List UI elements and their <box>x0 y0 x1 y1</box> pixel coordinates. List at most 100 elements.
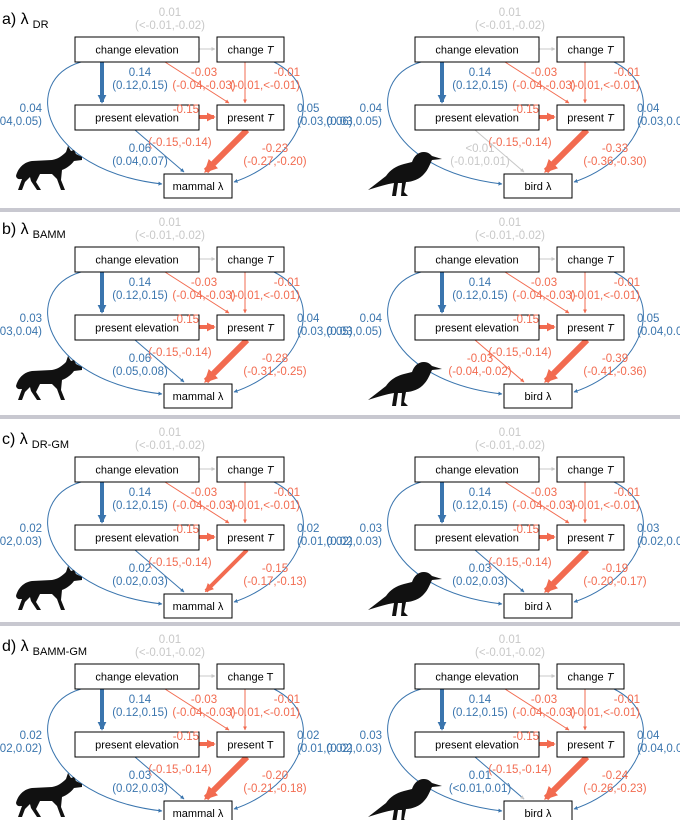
coef-change-elevation-to-present-elevation-value: 0.14 <box>469 487 492 499</box>
node-present-t-label-var: T <box>607 323 615 335</box>
coef-change-elevation-to-present-t: -0.03(-0.04,-0.03) <box>172 67 235 92</box>
coef-change-elevation-to-present-t-value: -0.03 <box>531 277 557 289</box>
edge-change-elevation-to-lambda <box>47 688 163 813</box>
coef-change-t-to-lambda-ci: (0.01,0.02) <box>297 536 353 548</box>
node-change-elevation-label: change elevation <box>95 672 178 684</box>
node-present-t-label-text: present <box>567 533 607 545</box>
node-present-elevation-label: present elevation <box>95 740 179 752</box>
coef-change-t-to-lambda-value: 0.03 <box>637 523 659 535</box>
coef-change-t-to-present-t-ci: (-0.01,<-0.01) <box>230 500 300 512</box>
coef-present-elevation-to-present-t: -0.15 <box>173 314 199 326</box>
coef-change-elevation-to-lambda: 0.02(0.02,0.02) <box>0 730 42 755</box>
node-change-elevation-label-text: change elevation <box>435 465 518 477</box>
coef-change-elevation-to-present-t-ci: (-0.04,-0.03) <box>172 80 235 92</box>
coef-present-elevation-to-lambda: 0.03(0.02,0.03) <box>452 563 508 588</box>
coef-change-t-to-present-t-ci: (-0.01,<-0.01) <box>570 500 640 512</box>
coef-change-t-to-present-t: -0.01(-0.01,<-0.01) <box>570 694 640 719</box>
node-present-elevation-label: present elevation <box>95 113 179 125</box>
node-present-elevation-box <box>74 314 200 341</box>
node-change-elevation-box <box>414 663 540 690</box>
coef-present-elevation-to-present-t-ci-value: (-0.15,-0.14) <box>488 347 551 359</box>
edge-present-t-to-lambda <box>543 547 590 594</box>
coef-change-elevation-to-lambda: 0.02(0.02,0.03) <box>0 523 42 548</box>
coef-present-elevation-to-present-t-value: -0.15 <box>513 524 539 536</box>
coef-change-elevation-to-present-t-value: -0.03 <box>191 277 217 289</box>
node-present-t-label: present T <box>227 323 275 335</box>
coef-change-elevation-to-present-elevation: 0.14(0.12,0.15) <box>112 694 168 719</box>
coef-change-t-to-present-t-ci: (-0.01,<-0.01) <box>570 707 640 719</box>
coef-change-elevation-to-present-elevation: 0.14(0.12,0.15) <box>452 487 508 512</box>
node-change-t-label-var: T <box>267 45 275 57</box>
coef-change-elevation-to-present-t: -0.03(-0.04,-0.03) <box>512 67 575 92</box>
coef-present-elevation-to-lambda-ci: (0.02,0.03) <box>112 576 168 588</box>
coef-change-elevation-to-present-elevation-value: 0.14 <box>469 277 492 289</box>
bird-silhouette-icon <box>368 779 442 820</box>
node-change-t-label: change T <box>228 465 275 477</box>
coef-change-elevation-to-lambda-value: 0.04 <box>20 103 43 115</box>
coef-present-elevation-to-lambda-value: 0.03 <box>469 563 491 575</box>
node-change-elevation-box <box>74 246 200 273</box>
node-change-t-label-var: T <box>607 45 615 57</box>
node-present-t-box <box>556 104 625 131</box>
coef-change-t-to-present-t-value: -0.01 <box>274 694 300 706</box>
coef-present-t-to-lambda-value: -0.24 <box>602 770 629 782</box>
coef-change-elevation-to-lambda-ci: (0.02,0.03) <box>326 743 382 755</box>
coef-change-t-to-lambda-value: 0.05 <box>637 313 659 325</box>
node-change-t-label-text: change T <box>228 672 274 684</box>
node-lambda-label-text: bird λ <box>525 601 552 613</box>
edge-present-t-to-lambda <box>203 754 250 801</box>
node-lambda-box <box>163 800 233 820</box>
panel-title-text: d) λ <box>2 638 29 655</box>
coef-change-elevation-to-lambda-value: 0.03 <box>20 313 42 325</box>
node-present-elevation-box <box>74 104 200 131</box>
coef-change-elevation-to-lambda-value: 0.04 <box>360 313 383 325</box>
coef-present-elevation-to-lambda-ci: (0.02,0.03) <box>452 576 508 588</box>
coef-change-elevation-to-present-t: -0.03(-0.04,-0.03) <box>512 487 575 512</box>
edge-present-elevation-to-lambda <box>474 129 525 173</box>
coef-change-t-to-lambda: 0.02(0.01,0.02) <box>297 730 353 755</box>
coef-change-elevation-to-lambda-value: 0.02 <box>20 730 42 742</box>
node-present-t-label-text: present <box>227 533 267 545</box>
coef-present-elevation-to-lambda: 0.02(0.02,0.03) <box>112 563 168 588</box>
coef-change-elevation-to-change-t: 0.01(<-0.01,-0.02) <box>135 634 205 659</box>
coef-present-elevation-to-present-t-ci: (-0.15,-0.14) <box>148 137 211 149</box>
coef-present-elevation-to-present-t: -0.15 <box>513 104 539 116</box>
coef-present-elevation-to-lambda: 0.06(0.04,0.07) <box>112 143 168 168</box>
coef-change-elevation-to-change-t-value: 0.01 <box>499 7 521 19</box>
edge-change-elevation-to-lambda <box>387 61 503 186</box>
node-change-t-label: change T <box>568 465 615 477</box>
coef-present-elevation-to-present-t-ci: (-0.15,-0.14) <box>148 764 211 776</box>
node-change-t-label-text: change <box>568 465 607 477</box>
coef-present-elevation-to-present-t-value: -0.15 <box>173 104 199 116</box>
coef-change-t-to-lambda-value: 0.02 <box>297 730 319 742</box>
node-present-t-box <box>216 524 285 551</box>
node-present-t-label-var: T <box>607 740 615 752</box>
coef-change-elevation-to-change-t-value: 0.01 <box>159 427 181 439</box>
node-lambda-label-text: bird λ <box>525 808 552 820</box>
coef-present-elevation-to-present-t: -0.15 <box>173 524 199 536</box>
edge-change-elevation-to-present-t <box>164 271 230 314</box>
node-present-elevation-box <box>74 731 200 758</box>
coef-present-t-to-lambda: -0.24(-0.26,-0.23) <box>583 770 646 795</box>
node-change-t-label-text: change <box>228 255 267 267</box>
panel-title-text: c) λ <box>2 431 28 448</box>
coef-change-elevation-to-present-elevation-ci: (0.12,0.15) <box>112 707 168 719</box>
node-change-t-box <box>216 456 285 483</box>
coef-present-elevation-to-lambda: 0.03(0.02,0.03) <box>112 770 168 795</box>
coef-present-t-to-lambda: -0.20(-0.21,-0.18) <box>243 770 306 795</box>
coef-present-t-to-lambda: -0.15(-0.17,-0.13) <box>243 563 306 588</box>
node-change-elevation-label-text: change elevation <box>435 672 518 684</box>
node-present-t-label-text: present <box>567 740 607 752</box>
node-lambda-box <box>503 800 573 820</box>
edge-change-t-to-lambda <box>573 271 644 393</box>
coef-change-elevation-to-present-t: -0.03(-0.04,-0.03) <box>172 694 235 719</box>
coef-change-elevation-to-present-elevation: 0.14(0.12,0.15) <box>112 487 168 512</box>
wolf-silhouette-icon <box>16 356 82 400</box>
coef-change-t-to-present-t: -0.01(-0.01,<-0.01) <box>230 277 300 302</box>
